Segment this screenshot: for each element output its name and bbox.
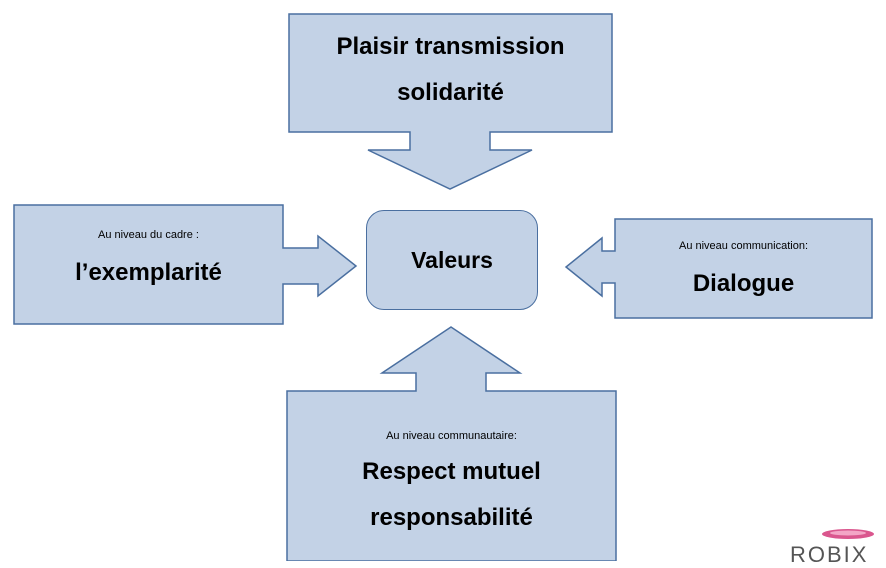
bottom-caption: Au niveau communautaire: — [386, 430, 517, 442]
center-title: Valeurs — [411, 246, 493, 273]
bottom-callout-arrow — [286, 326, 617, 561]
right-caption: Au niveau communication: — [678, 240, 808, 252]
bottom-title-line1: Respect mutuel — [362, 458, 541, 485]
right-title: Dialogue — [692, 270, 795, 297]
right-callout-arrow — [564, 218, 873, 319]
bottom-title-line2: responsabilité — [370, 504, 533, 531]
top-callout-arrow — [288, 13, 613, 190]
brand-logo: ROBIX — [790, 528, 886, 568]
logo-text: ROBIX — [790, 542, 869, 567]
top-title-line2: solidarité — [397, 79, 504, 106]
top-title-line1: Plaisir transmission — [336, 33, 565, 60]
left-caption: Au niveau du cadre : — [98, 229, 199, 241]
left-title: l’exemplarité — [75, 259, 222, 286]
center-box: Valeurs — [366, 210, 538, 310]
logo-swoosh-icon — [822, 529, 874, 539]
left-callout-arrow — [13, 204, 358, 325]
